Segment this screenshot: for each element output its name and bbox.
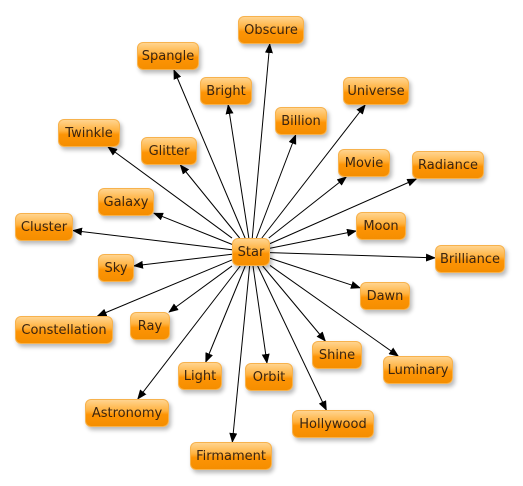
node-brilliance[interactable]: Brilliance bbox=[435, 245, 505, 273]
edge-star-to-firmament bbox=[229, 265, 251, 443]
node-label: Movie bbox=[344, 155, 384, 171]
node-label: Shine bbox=[318, 347, 356, 363]
node-label: Luminary bbox=[387, 362, 449, 378]
node-label: Firmament bbox=[196, 448, 266, 464]
node-label: Galaxy bbox=[103, 194, 149, 210]
node-label: Cluster bbox=[20, 219, 68, 235]
edge-star-to-cluster bbox=[72, 227, 233, 251]
edge-star-to-astronomy bbox=[137, 265, 241, 400]
node-bright[interactable]: Bright bbox=[200, 77, 252, 105]
node-twinkle[interactable]: Twinkle bbox=[58, 119, 120, 147]
edge-star-to-luminary bbox=[269, 265, 400, 357]
edge-star-to-billion bbox=[255, 134, 297, 239]
node-spangle[interactable]: Spangle bbox=[137, 42, 199, 70]
node-universe[interactable]: Universe bbox=[343, 77, 409, 105]
node-cluster[interactable]: Cluster bbox=[15, 213, 73, 241]
edge-star-to-ray bbox=[168, 265, 233, 313]
node-label: Hollywood bbox=[299, 416, 367, 432]
edge-star-to-shine bbox=[262, 265, 326, 342]
node-galaxy[interactable]: Galaxy bbox=[98, 188, 154, 216]
node-label: Constellation bbox=[21, 322, 107, 338]
edge-star-to-spangle bbox=[173, 69, 246, 239]
node-sky[interactable]: Sky bbox=[98, 254, 134, 282]
edge-star-to-light bbox=[205, 265, 246, 363]
node-billion[interactable]: Billion bbox=[275, 107, 327, 135]
node-label: Radiance bbox=[418, 157, 478, 173]
node-label: Obscure bbox=[244, 22, 298, 38]
node-label: Sky bbox=[104, 260, 128, 276]
edge-star-to-dawn bbox=[269, 257, 361, 289]
edge-star-to-universe bbox=[261, 104, 366, 239]
node-label: Glitter bbox=[148, 143, 190, 159]
node-label: Brilliance bbox=[439, 251, 501, 267]
node-firmament[interactable]: Firmament bbox=[190, 442, 272, 470]
node-hollywood[interactable]: Hollywood bbox=[292, 410, 374, 438]
node-label: Bright bbox=[206, 83, 246, 99]
node-label: Universe bbox=[347, 83, 405, 99]
edge-star-to-bright bbox=[225, 104, 250, 239]
edge-star-to-radiance bbox=[269, 178, 418, 245]
node-label: Light bbox=[183, 368, 217, 384]
node-label: Spangle bbox=[141, 48, 195, 64]
edge-star-to-constellation bbox=[96, 259, 233, 317]
node-label: Orbit bbox=[252, 369, 286, 385]
edge-star-to-movie bbox=[268, 176, 348, 239]
node-label: Moon bbox=[363, 218, 399, 234]
node-shine[interactable]: Shine bbox=[312, 341, 362, 369]
node-label: Star bbox=[237, 244, 265, 260]
node-label: Ray bbox=[137, 318, 163, 334]
node-glitter[interactable]: Glitter bbox=[141, 137, 197, 165]
edge-star-to-hollywood bbox=[257, 265, 327, 411]
node-label: Dawn bbox=[366, 288, 404, 304]
edge-star-to-obscure bbox=[251, 43, 273, 239]
node-label: Astronomy bbox=[91, 405, 163, 421]
node-orbit[interactable]: Orbit bbox=[245, 363, 293, 391]
edge-star-to-galaxy bbox=[153, 212, 233, 245]
node-radiance[interactable]: Radiance bbox=[412, 151, 484, 179]
edge-star-to-sky bbox=[133, 253, 233, 269]
edge-star-to-twinkle bbox=[107, 146, 233, 239]
node-obscure[interactable]: Obscure bbox=[238, 16, 304, 44]
node-light[interactable]: Light bbox=[178, 362, 222, 390]
node-ray[interactable]: Ray bbox=[130, 312, 170, 340]
node-dawn[interactable]: Dawn bbox=[360, 282, 410, 310]
node-label: Twinkle bbox=[65, 125, 113, 141]
node-astronomy[interactable]: Astronomy bbox=[85, 399, 169, 427]
edge-star-to-moon bbox=[269, 228, 357, 249]
node-constellation[interactable]: Constellation bbox=[15, 316, 113, 344]
node-luminary[interactable]: Luminary bbox=[383, 356, 453, 384]
node-star[interactable]: Star bbox=[232, 238, 270, 266]
node-label: Billion bbox=[281, 113, 321, 129]
edge-star-to-orbit bbox=[252, 265, 270, 364]
node-moon[interactable]: Moon bbox=[356, 212, 406, 240]
edge-star-to-glitter bbox=[179, 164, 241, 239]
edge-star-to-brilliance bbox=[269, 252, 436, 262]
node-movie[interactable]: Movie bbox=[338, 149, 390, 177]
